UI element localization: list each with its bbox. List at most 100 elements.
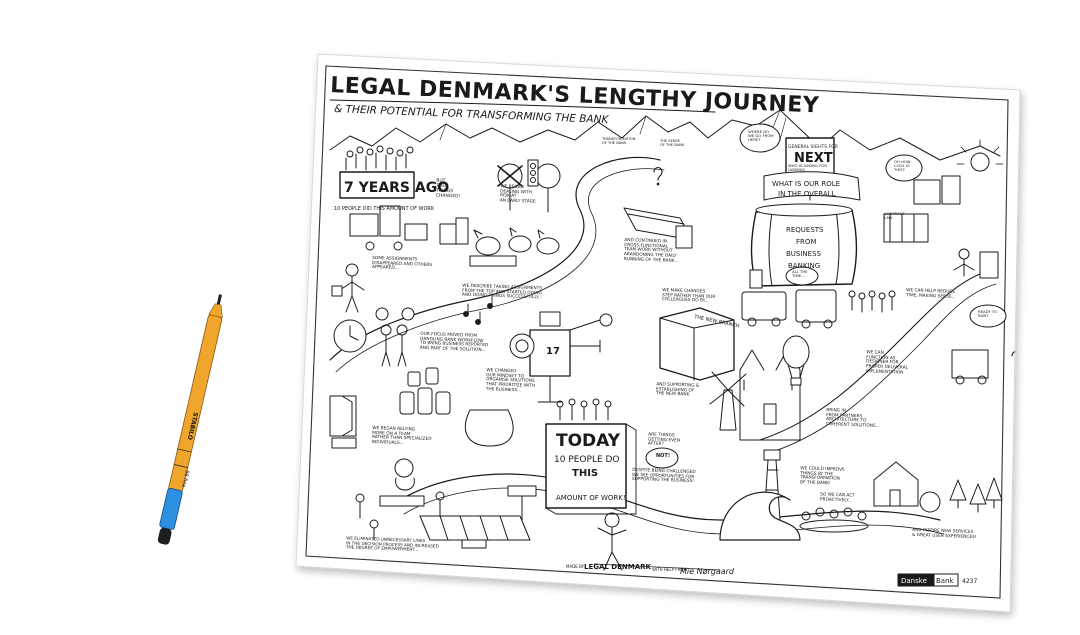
music-notes-icon [463,295,493,325]
note-but-then: BUT THEN THINGS CHANGED! [435,178,461,200]
machine-tag: 17 [546,346,560,357]
today-line2: THIS [572,468,598,479]
note-some-assignments: SOME ASSIGNMENTS DISAPPEARED AND OTHERS … [371,255,433,272]
note-transformation: TRANSFORMATION OF THE BANK [602,137,636,145]
role-line-2: IN THE OVERALL [778,190,836,198]
trees-icon [949,477,1003,513]
today-box [545,423,627,509]
brand-code: 4237 [962,578,977,585]
figure-right-icon [953,248,999,279]
note-bring-in: BRING IN FROM PARTNERS ARCHITECTURE TO C… [825,408,880,430]
bubble-ready [969,304,1007,328]
machine-icon [509,311,613,403]
right-road [759,269,991,441]
next-rest: WHO IS ASKING FOR (ASKING) [788,163,827,173]
note-oh-how: OH HOW COOL IS THIS? [894,159,911,173]
footer-artist: Mie Nørgaard [680,567,735,576]
note-not: NOT! [656,453,671,459]
right-road-edge [771,283,997,453]
cube-building-icon [659,307,735,381]
past-heading: 7 YEARS AGO [344,180,449,196]
mountain-hatch [439,109,787,141]
windmill-icon [709,371,747,431]
door-icon [329,395,357,449]
clock-icon [333,319,367,353]
signpost-icon [507,485,537,521]
role-line-1: WHAT IS OUR ROLE [772,180,840,188]
today-line1: 10 PEOPLE DO [554,455,620,465]
sack-icon [465,409,514,447]
next-big: NEXT [794,151,833,166]
no-sign-icon [497,163,561,213]
note-our-focus: OUR FOCUS MOVED FROM HANDLING BANK WORKF… [419,331,489,354]
small-people-icon [355,491,445,541]
frame-border [305,65,1009,599]
birds-icon [469,227,560,267]
bubble-where-do [739,123,781,153]
note-began-dealing: WE BEGAN DEALING WITH RISK AT AN EARLY S… [499,184,536,205]
past-sub: 10 PEOPLE DID THIS AMOUNT OF WORK [334,206,435,212]
note-ready-to: READY TO RUN? [978,309,998,319]
bridge-icon [419,515,531,549]
brand-name-left: Danske [901,577,927,585]
wave-icon [719,491,801,541]
crowd-bottom-icon [799,507,869,533]
bubble-all-the [785,266,819,286]
boxes-right-icon [883,175,961,243]
note-and-continued: AND CONTINUED IN CROSS-FUNCTIONAL TEAM W… [623,238,679,264]
crowd-past [345,145,414,171]
footer-with-help: WITH HELP FROM [652,567,688,572]
note-we-can-help: WE CAN HELP REDUCE TIME, MAKING SENSE... [905,288,956,300]
people-talking-icon [375,307,415,367]
traffic-light-icon [527,159,539,187]
pen-end [157,527,172,545]
barrel-label-4: BANKING [788,262,820,270]
note-are-things-getting: ARE THINGS GETTING EVEN AFTER? [647,432,681,448]
note-all-the: ALL THE TIME... [792,269,808,279]
bubble-oh-how [885,154,923,182]
pen-model: 88 fine [180,470,190,488]
people-queue-icon [848,290,896,313]
pen-nib [216,294,222,305]
runner-figure-icon [597,512,627,571]
today-box-shadow [545,423,637,515]
barrel-icon [750,203,858,287]
barrel-label-1: REQUESTS [786,226,824,234]
note-we-describe: WE DESCRIBE TAKING ASSIGNMENTS FROM THE … [461,283,543,301]
note-we-could-improve: WE COULD IMPROVE THINGS BY THE TRANSFORM… [799,466,845,487]
mountains-right [707,109,1001,161]
documents-icon [623,207,693,249]
millstone-icon [919,491,941,513]
crowd-today [556,398,612,421]
bubble-not [645,447,679,469]
brand-name-right: Bank [936,577,955,585]
note-the-sense: THE SENSE OF THE BANK [660,139,685,147]
note-where-do: WHERE DO WE GO FROM HERE? [748,129,774,143]
note-we-make-changes: WE MAKE CHANGES STEP RATHER THAN OUR COL… [661,288,716,305]
winding-road-edge [335,168,665,373]
footer-divider [593,563,721,571]
footer-made-by: MADE BY [566,564,585,569]
vans-icon [741,269,837,329]
barrel-label-2: FROM [796,238,816,246]
boxes-cart-icon [349,205,469,251]
pen-cap [159,487,183,530]
sign-past [339,171,415,199]
house-icon [873,461,919,507]
lower-road [399,473,941,521]
note-we-began-relying: WE BEGAN RELYING MORE ON A TEAM RATHER T… [371,425,432,447]
barrel-label-3: BUSINESS [786,250,822,258]
hot-air-balloon-icon [782,335,810,386]
jars-icon [399,367,451,415]
pen-tip [208,303,223,318]
today-heading: TODAY [556,431,621,451]
brand-box-right [933,573,959,587]
note-despite: DESPITE BEING CHALLENGED WE SEE OPPORTUN… [631,467,696,485]
pen-stripes [174,448,192,468]
pen-icon [157,294,223,545]
seated-man-icon [379,458,425,507]
person-carrying-icon [331,263,365,313]
note-we-changed: WE CHANGED OUR MINDSET TO ORGANISE SOLUT… [485,368,536,394]
